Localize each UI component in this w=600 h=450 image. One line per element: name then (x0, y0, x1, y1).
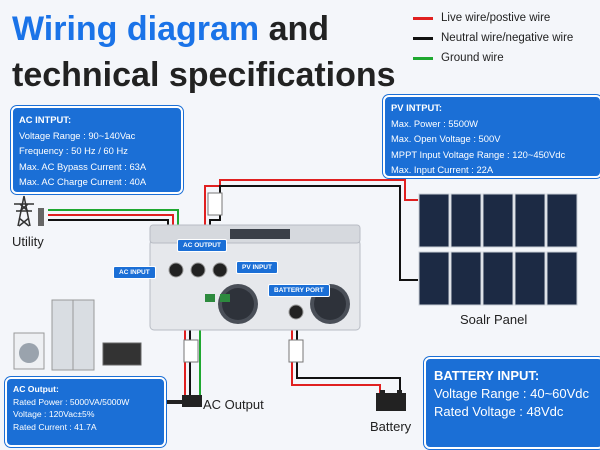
neutral-wire-swatch (413, 36, 433, 40)
solar-panel-label: Soalr Panel (460, 312, 528, 327)
spec-line: Max. Input Current : 22A (391, 164, 494, 175)
appliances-icon (13, 299, 142, 371)
legend-label: Neutral wire/negative wire (441, 32, 574, 44)
wire-legend: Live wire/postive wire Neutral wire/nega… (413, 8, 573, 68)
battery-input-heading: BATTERY INPUT: (434, 368, 540, 383)
ground-wire-swatch (413, 56, 433, 60)
utility-label: Utility (12, 234, 44, 249)
title-line2: technical specifications (12, 56, 396, 94)
ac-output-tag: AC OUTPUT (177, 239, 227, 252)
pv-wires (204, 179, 418, 281)
page-title: Wiring diagram and technical specificati… (12, 6, 396, 98)
ac-output-spec-box: AC Output: Rated Power : 5000VA/5000W Vo… (5, 377, 166, 447)
legend-label: Live wire/postive wire (441, 12, 551, 24)
battery-port-tag: BATTERY PORT (268, 284, 330, 297)
spec-line: MPPT Input Voltage Range : 120~450Vdc (391, 148, 566, 160)
title-rest: and (259, 10, 330, 48)
spec-line: Frequency : 50 Hz / 60 Hz (19, 145, 128, 156)
ac-output-heading: AC Output: (13, 384, 59, 394)
pv-input-tag: PV INPUT (236, 261, 278, 274)
title-highlight: Wiring diagram (12, 10, 260, 48)
ac-input-tag: AC INPUT (113, 266, 156, 279)
solar-panel-icon (418, 193, 578, 306)
ac-input-spec-box: AC INTPUT: Voltage Range : 90~140Vac Fre… (11, 106, 183, 194)
spec-line: Max. AC Bypass Current : 63A (19, 160, 147, 172)
utility-tower-icon (14, 195, 44, 227)
spec-line: Max. AC Charge Current : 40A (19, 176, 147, 187)
spec-line: Rated Voltage : 48Vdc (434, 404, 564, 419)
pv-input-heading: PV INTPUT: (391, 102, 443, 113)
battery-input-spec-box: BATTERY INPUT: Voltage Range : 40~60Vdc … (424, 357, 600, 449)
ac-output-label: AC Output (203, 397, 264, 412)
spec-line: Voltage Range : 40~60Vdc (434, 386, 590, 401)
legend-item-ground: Ground wire (413, 48, 573, 68)
spec-line: Max. Open Voltage : 500V (391, 133, 501, 144)
battery-wires (291, 320, 401, 393)
legend-item-live: Live wire/postive wire (413, 8, 573, 28)
spec-line: Max. Power : 5500W (391, 117, 479, 129)
battery-icon (376, 390, 406, 411)
legend-label: Ground wire (441, 52, 504, 64)
plug-icon (160, 395, 202, 407)
live-wire-swatch (413, 16, 433, 20)
pv-input-spec-box: PV INTPUT: Max. Power : 5500W Max. Open … (383, 95, 600, 178)
spec-line: Voltage : 120Vac±5% (13, 409, 95, 419)
battery-label: Battery (370, 419, 412, 434)
spec-line: Rated Current : 41.7A (13, 421, 97, 432)
ac-input-heading: AC INTPUT: (19, 114, 72, 125)
spec-line: Voltage Range : 90~140Vac (19, 129, 136, 141)
spec-line: Rated Power : 5000VA/5000W (13, 396, 130, 407)
breaker-icon (183, 192, 304, 363)
inverter-icon (149, 224, 361, 331)
legend-item-neutral: Neutral wire/negative wire (413, 28, 573, 48)
